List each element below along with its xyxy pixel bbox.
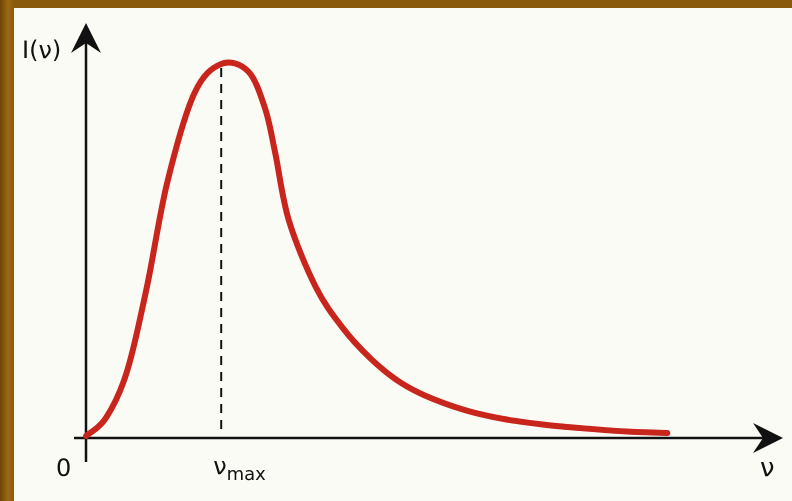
chart-paper [14, 8, 792, 501]
peak-label: νmax [213, 452, 266, 485]
origin-label: 0 [56, 454, 71, 482]
y-axis-label: I(ν) [22, 36, 61, 64]
intensity-curve [83, 59, 671, 439]
x-axis-label: ν [760, 453, 775, 483]
